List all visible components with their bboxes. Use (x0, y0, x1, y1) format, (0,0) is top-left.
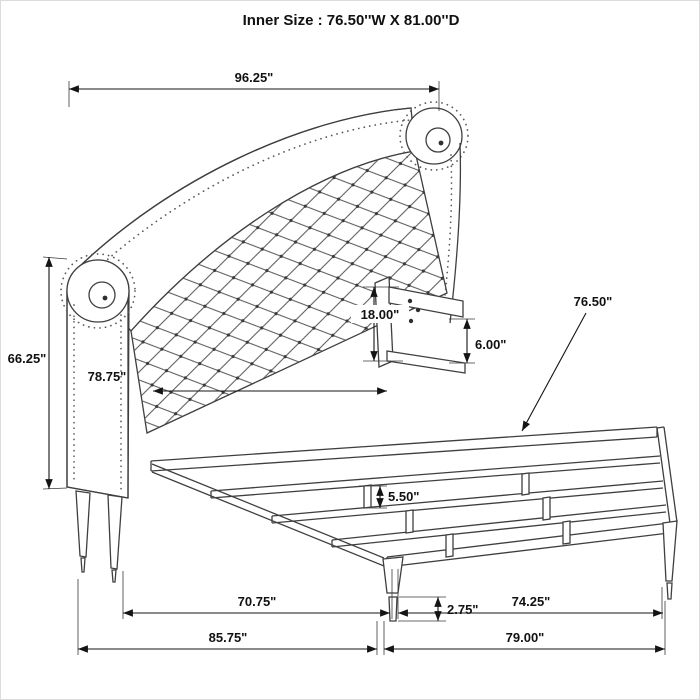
dim-label-foot-height: 2.75" (447, 602, 478, 617)
bolt-hole (407, 298, 413, 304)
dim-head-depth-inner: 70.75" (122, 569, 393, 619)
center-support-rails (210, 455, 667, 558)
dim-bracket-plate-height: 18.00" (351, 286, 409, 362)
bracket-arm (388, 286, 464, 318)
center-support-feet (363, 472, 571, 558)
headboard-leg (75, 490, 91, 558)
dim-label-bracket-gap: 6.00" (475, 337, 506, 352)
dim-foot-height: 2.75" (398, 596, 478, 622)
dim-label-headboard-height: 66.25" (8, 351, 47, 366)
bed-drawing (60, 101, 678, 622)
dimension-annotations: 96.25" 66.25" 78.75" 18.00" 6.00" (8, 12, 666, 655)
left-scroll (66, 259, 130, 323)
page-title: Inner Size : 76.50''W X 81.00''D (243, 12, 460, 29)
dim-label-overall-depth-right: 79.00" (506, 630, 545, 645)
dim-overall-depth-right: 79.00" (383, 601, 666, 655)
headboard-right-wing (399, 101, 469, 324)
headboard-leg (107, 494, 123, 570)
dim-inner-width-leader: 76.50" (521, 294, 613, 432)
near-head-leg (382, 556, 404, 594)
dim-label-head-depth-inner: 70.75" (238, 594, 277, 609)
dim-overall-depth-left: 85.75" (77, 579, 378, 655)
headboard-left-wing (60, 253, 136, 499)
dim-inner-headboard-width: 78.75" (88, 369, 387, 395)
dim-headboard-height: 66.25" (8, 256, 68, 490)
dim-label-overall-depth-left: 85.75" (209, 630, 248, 645)
dim-overall-width: 96.25" (68, 70, 440, 111)
diamond-tufting (131, 151, 447, 433)
bed-frame (150, 426, 678, 568)
near-foot-foot (666, 582, 673, 600)
right-scroll (405, 107, 463, 165)
bed-legs (75, 490, 678, 622)
near-head-foot (388, 596, 398, 622)
dim-bracket-gap: 6.00" (449, 318, 506, 364)
dim-label-center-support-height: 5.50" (388, 489, 419, 504)
dim-center-support-height: 5.50" (359, 485, 419, 509)
dim-label-bracket-plate-height: 18.00" (361, 307, 400, 322)
dim-label-foot-depth-inner: 74.25" (512, 594, 551, 609)
bolt-hole (415, 307, 421, 313)
dim-label-overall-width: 96.25" (235, 70, 274, 85)
dim-label-inner-headboard-width: 78.75" (88, 369, 127, 384)
dim-label-inner-width: 76.50" (574, 294, 613, 309)
bracket-lower-member (386, 350, 466, 374)
dim-foot-depth-inner: 74.25" (397, 569, 663, 619)
bolt-hole (408, 318, 414, 324)
near-foot-leg (662, 520, 678, 582)
